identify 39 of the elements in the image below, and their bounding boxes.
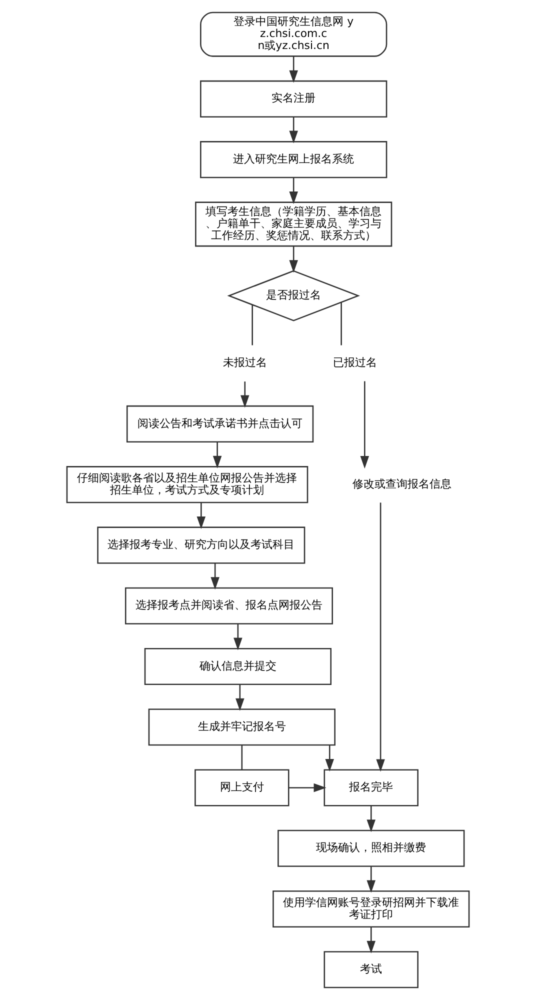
node-box: 选择报考点并阅读省、报名点网报公告 <box>124 587 332 624</box>
arrow <box>366 927 375 954</box>
node-text: 已报过名 <box>332 356 377 370</box>
node-box: 填写考生信息（学籍学历、基本信息、户籍单干、家庭主要成员、学习与工作经历、奖惩情况、联系方式） <box>194 202 392 247</box>
arrow <box>360 381 369 469</box>
node-box: 报名完毕 <box>323 769 418 806</box>
arrow <box>210 563 219 590</box>
node-box: 使用学信网账号登录研招网并下载准考证打印 <box>272 890 470 928</box>
node-box: 选择报考专业、研究方向以及考试科目 <box>96 526 305 564</box>
node-box: 仔细阅读歌各省以及招生单位网报公告并选择招生单位，考试方式及专项计划 <box>66 466 308 504</box>
node-box: 确认信息并提交 <box>144 648 331 686</box>
node-box: 考试 <box>323 951 418 988</box>
node-box: 阅读公告和考试承诺书并点击认可 <box>126 405 314 442</box>
arrow <box>240 382 249 408</box>
arrow <box>212 442 222 468</box>
arrow <box>196 502 206 529</box>
arrow <box>376 502 384 772</box>
arrow <box>288 783 326 792</box>
arrow <box>288 246 298 273</box>
connector <box>340 302 342 346</box>
arrow <box>324 745 334 772</box>
arrow <box>288 178 298 204</box>
node-box: 现场确认，照相并缴费 <box>277 830 464 867</box>
node-text: 未报过名 <box>222 356 266 370</box>
connector <box>251 304 252 346</box>
arrow <box>288 117 298 144</box>
node-box: 登录中国研究生信息网 yz.chsi.com.cn或yz.chsi.cn <box>200 12 387 57</box>
arrow <box>288 56 298 83</box>
node-box: 生成并牢记报名号 <box>148 708 335 746</box>
node-box: 实名注册 <box>200 80 387 118</box>
arrow <box>366 806 375 832</box>
arrow <box>366 866 375 893</box>
node-box: 网上支付 <box>194 769 289 806</box>
connector <box>240 745 242 770</box>
node-box: 进入研究生网上报名系统 <box>200 141 387 178</box>
arrow <box>235 684 244 711</box>
arrow <box>233 624 242 650</box>
node-diamond: 是否报过名 <box>226 270 360 322</box>
node-text: 修改或查询报名信息 <box>352 477 451 490</box>
